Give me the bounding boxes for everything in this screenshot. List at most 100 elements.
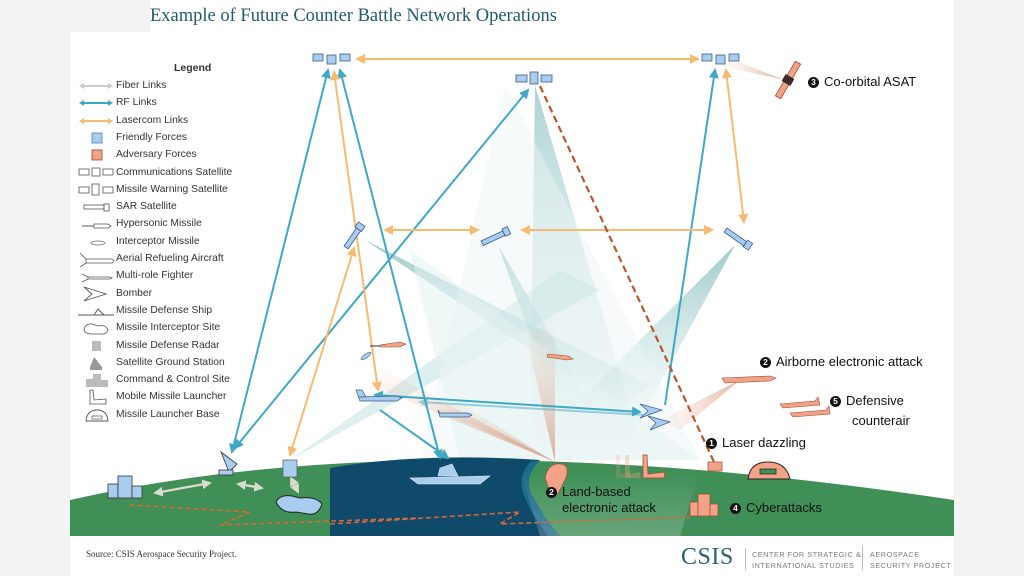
annotation-number: 1 <box>706 438 717 449</box>
legend-item-label: Friendly Forces <box>116 131 187 143</box>
annotation-text: Laser dazzling <box>722 435 806 450</box>
mobile-missile-launcher-icon <box>78 389 114 405</box>
fiber-link-icon <box>78 78 114 94</box>
annotation-text: Cyberattacks <box>746 500 822 515</box>
legend-item: Communications Satellite <box>74 165 254 182</box>
command-control-site-icon <box>78 372 114 388</box>
co-orbital-asat <box>774 60 802 100</box>
org-name-line1: CENTER FOR STRATEGIC & <box>752 550 862 559</box>
missile-interceptor-site-icon <box>78 320 114 336</box>
adversary-airborne-ea-aircraft <box>721 375 777 384</box>
missile-defense-radar-icon <box>78 338 114 354</box>
source-note: Source: CSIS Aerospace Security Project. <box>86 549 237 559</box>
legend-item-label: Command & Control Site <box>116 374 230 386</box>
annotation-cyberattacks: 4 Cyberattacks <box>730 500 822 516</box>
csis-logo: CSIS <box>681 544 734 570</box>
laser-dazzler-site <box>707 461 723 472</box>
missile-warning-satellite <box>515 71 553 85</box>
missile-interceptor-site <box>275 495 323 515</box>
legend-item-label: Bomber <box>116 287 153 299</box>
sar-satellite <box>343 221 366 250</box>
aerial-refueling-aircraft <box>355 389 403 402</box>
annotation-number: 2 <box>546 487 557 498</box>
legend-item-label: Fiber Links <box>116 80 167 91</box>
legend-item: Fiber Links <box>74 78 254 95</box>
legend-item: Missile Defense Ship <box>74 303 254 320</box>
command-control-site <box>107 475 143 499</box>
annotation-text: Defensive <box>846 393 904 408</box>
annotation-land-based-ea-line2: electronic attack <box>562 500 656 515</box>
laser-dazzling-line <box>539 85 715 463</box>
communications-satellite <box>312 53 351 65</box>
annotation-number: 4 <box>730 503 741 514</box>
legend-item: Missile Defense Radar <box>74 338 254 355</box>
interceptor-missile <box>360 351 372 361</box>
annotation-laser-dazzling: 1 Laser dazzling <box>706 435 806 451</box>
legend-title: Legend <box>174 62 212 74</box>
legend-item-label: Missile Defense Ship <box>116 304 213 316</box>
annotation-defensive-counterair-line2: counterair <box>852 413 910 428</box>
sar-satellite <box>723 227 754 251</box>
adversary-forces-swatch <box>78 147 114 163</box>
missile-warning-satellite-icon <box>78 182 114 198</box>
beam-mw-sat <box>530 85 640 440</box>
legend-item: Missile Launcher Base <box>74 407 254 424</box>
fiber-link <box>153 479 212 497</box>
rf-link <box>418 397 646 416</box>
legend-item: Bomber <box>74 286 254 303</box>
legend-item-label: Mobile Missile Launcher <box>116 391 227 403</box>
footer-divider <box>745 548 746 570</box>
fiber-link <box>289 476 300 494</box>
interceptor-missile-icon <box>78 234 114 250</box>
ground-glow <box>520 470 700 536</box>
project-name-line1: AEROSPACE <box>870 550 920 559</box>
sar-satellite <box>480 225 512 247</box>
missile-defense-radar <box>282 459 298 478</box>
cyber-line-left <box>129 504 421 526</box>
bomber <box>639 403 672 431</box>
rf-link <box>664 68 719 406</box>
satellite-ground-station-icon <box>78 355 114 371</box>
legend-item: Command & Control Site <box>74 372 254 389</box>
legend-item-label: Missile Warning Satellite <box>116 183 228 195</box>
legend-item-label: Missile Interceptor Site <box>116 322 221 334</box>
satellite-ground-station <box>218 450 238 476</box>
title-mask <box>70 0 150 32</box>
legend-item: Satellite Ground Station <box>74 355 254 372</box>
legend-item-label: Satellite Ground Station <box>116 356 225 368</box>
adversary-fighters <box>779 396 831 418</box>
legend-item: Hypersonic Missile <box>74 216 254 233</box>
legend-item: Mobile Missile Launcher <box>74 389 254 406</box>
project-name: AEROSPACE SECURITY PROJECT <box>870 549 951 571</box>
ocean <box>330 457 560 536</box>
legend-item: Multi-role Fighter <box>74 268 254 285</box>
friendly-forces-swatch <box>78 130 114 146</box>
project-name-line2: SECURITY PROJECT <box>870 561 952 570</box>
legend-item: Missile Interceptor Site <box>74 320 254 337</box>
bomber-icon <box>78 286 114 302</box>
legend-item-label: Missile Defense Radar <box>116 339 220 351</box>
fiber-link <box>236 480 264 492</box>
legend-item: Missile Warning Satellite <box>74 182 254 199</box>
legend-item: Lasercom Links <box>74 113 254 130</box>
rf-link-icon <box>78 95 114 111</box>
org-name: CENTER FOR STRATEGIC & INTERNATIONAL STU… <box>752 549 861 571</box>
legend-item-label: Interceptor Missile <box>116 235 200 247</box>
mobile-missile-launcher <box>616 454 666 479</box>
communications-satellite <box>701 53 740 65</box>
adversary-land-ea-site <box>544 463 568 495</box>
footer-divider <box>862 546 863 570</box>
aerial-refueling-aircraft-icon <box>78 251 115 268</box>
legend-item-label: Aerial Refueling Aircraft <box>116 253 224 264</box>
legend-item: Interceptor Missile <box>74 234 254 251</box>
legend-item-label: SAR Satellite <box>116 201 177 213</box>
annotation-text: Co-orbital ASAT <box>824 74 917 89</box>
page-title: Example of Future Counter Battle Network… <box>150 6 557 26</box>
communications-satellite-icon <box>78 165 114 181</box>
annotation-number: 2 <box>760 357 771 368</box>
